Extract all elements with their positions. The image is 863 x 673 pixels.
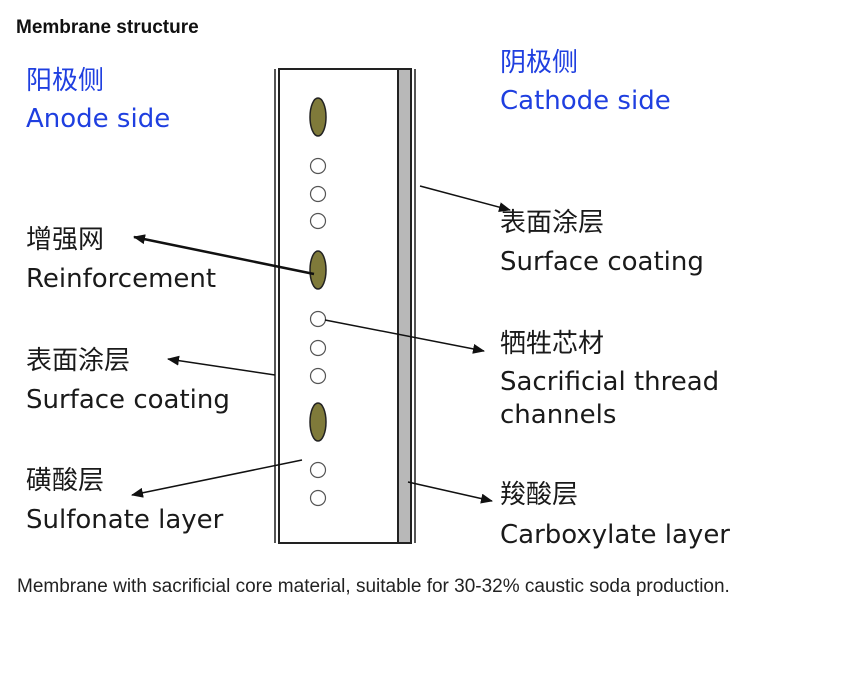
cathode-label-cn: 阴极侧 — [500, 48, 579, 78]
diagram-title: Membrane structure — [16, 17, 199, 38]
sacrificial-channel — [309, 185, 327, 203]
sacrificial-arrow — [324, 319, 485, 354]
carboxylate-label-cn: 羧酸层 — [500, 480, 579, 510]
reinforcement-arrow — [133, 234, 315, 276]
sulfonate-arrow — [131, 459, 303, 498]
carboxylate-layer — [397, 68, 412, 544]
sacrificial-channel — [309, 310, 327, 328]
anode-label-cn: 阳极侧 — [26, 66, 105, 96]
reinforcement-filament — [309, 97, 327, 137]
sacrificial-channel — [309, 367, 327, 385]
diagram-caption: Membrane with sacrificial core material,… — [17, 576, 730, 597]
surface-coating-right-label-cn: 表面涂层 — [500, 208, 605, 238]
sacrificial-channel — [309, 212, 327, 230]
cathode-label-en: Cathode side — [500, 86, 671, 116]
carboxylate-arrow — [407, 481, 493, 504]
sulfonate-label-cn: 磺酸层 — [26, 466, 105, 496]
sacrificial-channel — [309, 339, 327, 357]
surface-coating-left-label-en: Surface coating — [26, 385, 230, 415]
surface-coating-right-arrow — [419, 185, 511, 212]
carboxylate-label-en: Carboxylate layer — [500, 520, 731, 550]
reinforcement-label-cn: 增强网 — [26, 225, 105, 255]
sulfonate-layer — [278, 68, 399, 544]
sacrificial-channel — [309, 489, 327, 507]
surface-coating-right-label-en: Surface coating — [500, 247, 704, 277]
sacrificial-label-en-line2: channels — [500, 400, 617, 430]
surface-coating-left-arrow — [167, 355, 276, 376]
anode-label-en: Anode side — [26, 104, 171, 134]
reinforcement-filament — [309, 402, 327, 442]
sacrificial-channel — [309, 157, 327, 175]
reinforcement-filament — [309, 250, 327, 290]
sacrificial-label-en-line1: Sacrificial thread — [500, 367, 720, 397]
sacrificial-channel — [309, 461, 327, 479]
reinforcement-label-en: Reinforcement — [26, 264, 217, 294]
sulfonate-label-en: Sulfonate layer — [26, 505, 224, 535]
sacrificial-label-cn: 牺牲芯材 — [500, 329, 605, 359]
surface-coating-left-label-cn: 表面涂层 — [26, 346, 131, 376]
